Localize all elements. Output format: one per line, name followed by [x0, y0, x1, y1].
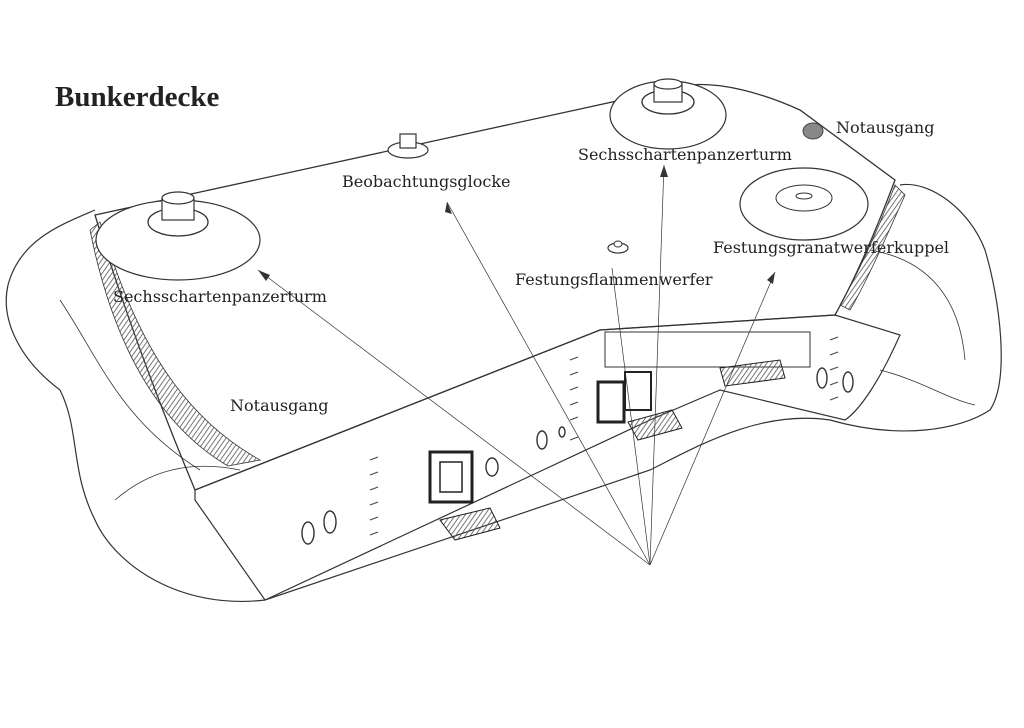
terrain-inner-left — [59, 299, 241, 501]
entrance-doors — [428, 371, 652, 504]
steps — [439, 359, 786, 541]
label-notausgang-right: Notausgang — [836, 118, 934, 137]
mortar-cupola — [739, 167, 869, 241]
label-sechsscharten-left: Sechsschartenpanzerturm — [113, 287, 327, 306]
turret-right — [609, 78, 727, 150]
turret-left — [95, 191, 261, 281]
loopholes — [301, 367, 854, 545]
observation-bell — [387, 133, 429, 159]
right-wall-hatch — [839, 184, 906, 311]
emergency-exit-hatch — [802, 122, 824, 140]
leader-lines — [257, 164, 776, 566]
terrain-outline — [5, 183, 1002, 602]
diagram-title: Bunkerdecke — [55, 81, 219, 113]
label-sechsscharten-right: Sechsschartenpanzerturm — [578, 145, 792, 164]
label-notausgang-left: Notausgang — [230, 396, 328, 415]
label-flammenwerfer: Festungsflammenwerfer — [515, 270, 713, 289]
leader-arrowheads — [258, 165, 775, 284]
flamethrower-hatch — [607, 240, 629, 254]
label-granatwerfer: Festungsgranatwerferkuppel — [713, 238, 949, 257]
label-beobachtungsglocke: Beobachtungsglocke — [342, 172, 511, 191]
front-wall — [194, 314, 901, 601]
vent-columns — [369, 336, 839, 536]
terrain-inner-right — [869, 249, 976, 406]
